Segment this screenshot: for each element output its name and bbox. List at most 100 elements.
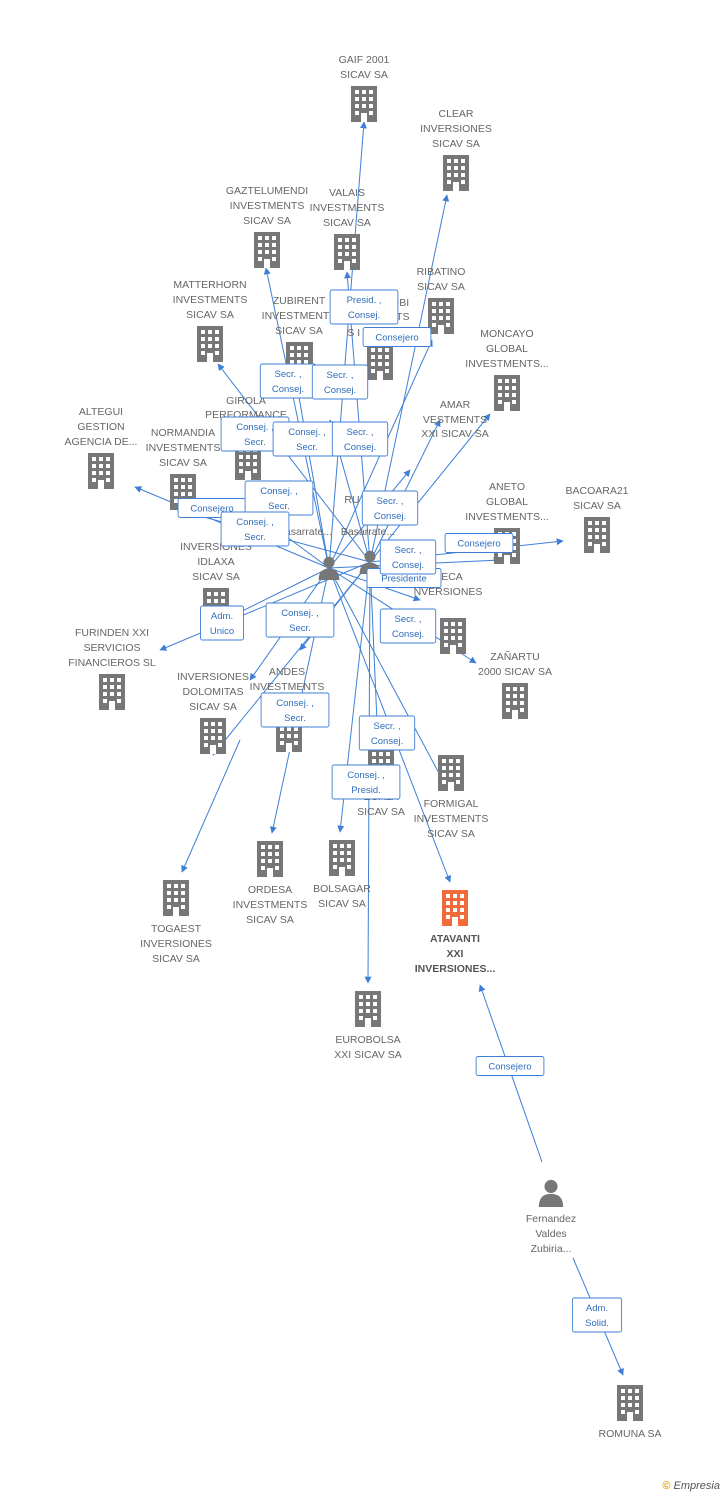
company-label-atavanti[interactable]: ATAVANTI [430,933,480,945]
role-box[interactable]: Secr. ,Consej. [379,608,437,644]
company-icon-zanartu[interactable] [502,683,528,719]
company-label-formigal[interactable]: SICAV SA [427,828,475,840]
company-icon-togaest[interactable] [163,880,189,916]
company-label-clear[interactable]: CLEAR [438,108,473,120]
company-label-gaif[interactable]: GAIF 2001 [339,54,390,66]
company-label-eurobolsa[interactable]: EUROBOLSA [335,1034,400,1046]
role-box[interactable]: Secr. ,Consej. [311,364,369,400]
person-label-fernandez[interactable]: Fernandez [526,1213,576,1225]
role-box[interactable]: Consej. ,Secr. [272,421,342,457]
company-icon-matterhorn[interactable] [197,326,223,362]
role-box[interactable]: Consej. ,Secr. [260,692,330,728]
company-label-valais[interactable]: INVESTMENTS [310,202,385,214]
company-label-gaztelumendi[interactable]: GAZTELUMENDI [226,185,308,197]
company-label-dolomitas[interactable]: SICAV SA [189,701,237,713]
role-box[interactable]: Secr. ,Consej. [259,363,317,399]
role-box[interactable]: Secr. ,Consej. [379,539,437,575]
company-label-zubirent[interactable]: ZUBIRENT [273,295,326,307]
company-label-ordesa[interactable]: INVESTMENTS [233,899,308,911]
company-icon-bacoara[interactable] [584,517,610,553]
company-label-romuna[interactable]: ROMUNA SA [598,1428,661,1440]
company-icon-gaztelumendi[interactable] [254,232,280,268]
company-icon-bolsagar[interactable] [329,840,355,876]
company-icon-dolomitas[interactable] [200,718,226,754]
company-label-aneto[interactable]: ANETO [489,481,525,493]
company-label-ribatino[interactable]: SICAV SA [417,281,465,293]
company-label-moncayo[interactable]: MONCAYO [480,328,533,340]
company-label-moncayo[interactable]: GLOBAL [486,343,528,355]
company-label-aneto[interactable]: INVESTMENTS... [465,511,548,523]
company-icon[interactable] [367,344,393,380]
company-label-gaif[interactable]: SICAV SA [340,69,388,81]
company-label-togaest[interactable]: SICAV SA [152,953,200,965]
role-box[interactable]: Consejero [475,1056,545,1076]
company-label-furinden[interactable]: FURINDEN XXI [75,627,149,639]
company-icon-gaif[interactable] [351,86,377,122]
company-label-altegui[interactable]: ALTEGUI [79,406,123,418]
company-label-moncayo[interactable]: INVESTMENTS... [465,358,548,370]
company-icon-ordesa[interactable] [257,841,283,877]
company-label-zubirent[interactable]: INVESTMENTS [262,310,337,322]
company-icon-clear[interactable] [443,155,469,191]
company-label-idlaxa[interactable]: SICAV SA [192,571,240,583]
role-box[interactable]: Secr. ,Consej. [358,715,416,751]
company-label-normandia[interactable]: SICAV SA [159,457,207,469]
role-box[interactable]: Consej. ,Secr. [244,480,314,516]
company-label-bacoara[interactable]: SICAV SA [573,500,621,512]
company-icon-ribatino[interactable] [428,298,454,334]
company-label-matterhorn[interactable]: INVESTMENTS [173,294,248,306]
person-label-fernandez[interactable]: Zubiria... [531,1243,572,1255]
company-label-ordesa[interactable]: SICAV SA [246,914,294,926]
company-label-normandia[interactable]: NORMANDIA [151,427,215,439]
role-box[interactable]: Secr. ,Consej. [331,421,389,457]
role-box[interactable]: Consej. ,Secr. [220,511,290,547]
company-label-bolsagar[interactable]: BOLSAGAR [313,883,371,895]
company-label-altegui[interactable]: AGENCIA DE... [65,436,138,448]
company-icon-romuna[interactable] [617,1385,643,1421]
company-label-idlaxa[interactable]: IDLAXA [197,556,234,568]
company-label-dolomitas[interactable]: DOLOMITAS [182,686,243,698]
person-label-fernandez[interactable]: Valdes [535,1228,566,1240]
company-label-valais[interactable]: SICAV SA [323,217,371,229]
company-label-matterhorn[interactable]: SICAV SA [186,309,234,321]
company-label-togaest[interactable]: INVERSIONES [140,938,212,950]
company-label-zubirent[interactable]: SICAV SA [275,325,323,337]
company-icon-furinden[interactable] [99,674,125,710]
company-label-ribatino[interactable]: RIBATINO [417,266,466,278]
role-box[interactable]: Presid. ,Consej. [329,289,399,325]
company-label-normandia[interactable]: INVESTMENTS [146,442,221,454]
role-box[interactable]: Consej. ,Secr. [265,602,335,638]
role-box[interactable]: Adm.Unico [200,605,244,641]
company-label-bolsagar[interactable]: SICAV SA [318,898,366,910]
company-label-furinden[interactable]: FINANCIEROS SL [68,657,156,669]
company-icon-eurobolsa[interactable] [355,991,381,1027]
role-box[interactable]: Adm.Solid. [571,1297,623,1333]
company-label-togaest[interactable]: TOGAEST [151,923,202,935]
company-icon-atavanti[interactable] [442,890,468,926]
company-icon-valais[interactable] [334,234,360,270]
company-label-formigal[interactable]: INVESTMENTS [414,813,489,825]
company-label-valais[interactable]: VALAIS [329,187,365,199]
company-label-gaztelumendi[interactable]: SICAV SA [243,215,291,227]
company-icon-formigal[interactable] [438,755,464,791]
company-label-atavanti[interactable]: INVERSIONES... [415,963,496,975]
company-icon-moncayo[interactable] [494,375,520,411]
role-box[interactable]: Secr. ,Consej. [361,490,419,526]
role-box[interactable]: Consejero [444,533,514,553]
company-label-altegui[interactable]: GESTION [77,421,124,433]
company-label-bacoara[interactable]: BACOARA21 [565,485,628,497]
company-label-eurobolsa[interactable]: XXI SICAV SA [334,1049,402,1061]
company-label-ordesa[interactable]: ORDESA [248,884,292,896]
company-label-atavanti[interactable]: XXI [447,948,464,960]
company-label-aneto[interactable]: GLOBAL [486,496,528,508]
company-label-matterhorn[interactable]: MATTERHORN [173,279,246,291]
company-label-clear[interactable]: INVERSIONES [420,123,492,135]
company-label-clear[interactable]: SICAV SA [432,138,480,150]
role-box[interactable]: Consejero [362,327,432,347]
company-icon[interactable] [440,618,466,654]
role-box[interactable]: Consej. ,Presid. [331,764,401,800]
company-label-furinden[interactable]: SERVICIOS [84,642,141,654]
company-icon-altegui[interactable] [88,453,114,489]
company-label-zanartu[interactable]: 2000 SICAV SA [478,666,552,678]
company-label-gaztelumendi[interactable]: INVESTMENTS [230,200,305,212]
